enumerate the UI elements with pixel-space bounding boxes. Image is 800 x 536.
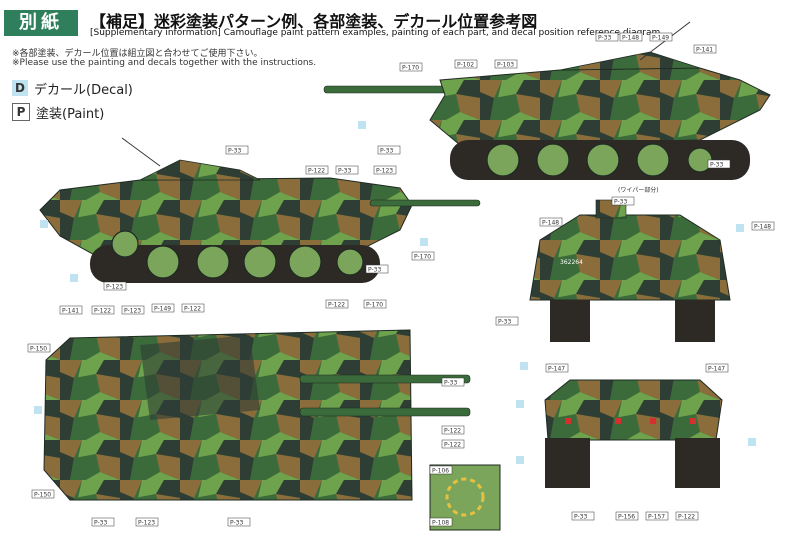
svg-text:P-33: P-33 xyxy=(598,35,611,42)
legend: D デカール(Decal) P 塗装(Paint) xyxy=(12,78,133,126)
legend-decal: D デカール(Decal) xyxy=(12,78,133,98)
svg-text:P-33: P-33 xyxy=(338,168,351,175)
svg-text:P-122: P-122 xyxy=(444,442,461,449)
svg-text:P-156: P-156 xyxy=(618,514,635,521)
svg-text:P-122: P-122 xyxy=(184,306,201,313)
svg-text:P-123: P-123 xyxy=(124,308,141,315)
legend-paint-label: 塗装(Paint) xyxy=(36,106,105,122)
svg-text:P-33: P-33 xyxy=(574,514,587,521)
svg-text:P-33: P-33 xyxy=(368,267,381,274)
svg-text:P-33: P-33 xyxy=(498,319,511,326)
side-view-right xyxy=(323,21,771,180)
decal-markers xyxy=(34,121,756,464)
header: 別紙 【補足】迷彩塗装パターン例、各部塗装、デカール位置参考図 [Supplem… xyxy=(0,0,800,70)
side-view-left xyxy=(39,137,481,283)
appendix-tag: 別紙 xyxy=(4,10,78,36)
legend-paint: P 塗装(Paint) xyxy=(12,102,133,122)
svg-text:P-150: P-150 xyxy=(30,346,47,353)
svg-text:P-122: P-122 xyxy=(678,514,695,521)
road-wheels-left xyxy=(111,230,364,279)
svg-text:P-150: P-150 xyxy=(34,492,51,499)
usage-note-jp: ※各部塗装、デカール位置は組立図と合わせてご使用下さい。 xyxy=(12,49,263,59)
paint-icon: P xyxy=(12,103,30,121)
svg-text:P-147: P-147 xyxy=(708,366,725,373)
svg-text:P-170: P-170 xyxy=(402,65,419,72)
svg-text:P-122: P-122 xyxy=(328,302,345,309)
svg-text:P-102: P-102 xyxy=(457,62,474,69)
svg-text:P-33: P-33 xyxy=(380,148,393,155)
svg-text:P-141: P-141 xyxy=(696,47,713,54)
svg-text:P-148: P-148 xyxy=(754,224,771,231)
svg-text:P-147: P-147 xyxy=(548,366,565,373)
svg-text:P-33: P-33 xyxy=(228,148,241,155)
decal-icon: D xyxy=(12,80,28,96)
page-title-en: [Supplementary information] Camouflage p… xyxy=(90,28,661,38)
top-view xyxy=(43,329,471,501)
svg-text:P-122: P-122 xyxy=(444,428,461,435)
svg-text:P-122: P-122 xyxy=(308,168,325,175)
legend-decal-label: デカール(Decal) xyxy=(34,82,133,98)
svg-text:P-33: P-33 xyxy=(94,520,107,527)
svg-text:P-123: P-123 xyxy=(138,520,155,527)
svg-text:P-33: P-33 xyxy=(614,199,627,206)
svg-text:P-108: P-108 xyxy=(432,520,449,527)
page-title-jp: 【補足】迷彩塗装パターン例、各部塗装、デカール位置参考図 xyxy=(90,12,538,31)
rear-view xyxy=(544,379,723,488)
svg-text:P-170: P-170 xyxy=(414,254,431,261)
vehicle-number: 362264 xyxy=(560,259,583,266)
svg-text:P-149: P-149 xyxy=(652,35,669,42)
svg-text:P-148: P-148 xyxy=(542,220,559,227)
svg-text:P-33: P-33 xyxy=(444,380,457,387)
svg-text:P-106: P-106 xyxy=(432,468,449,475)
svg-text:P-122: P-122 xyxy=(94,308,111,315)
svg-text:P-33: P-33 xyxy=(710,162,723,169)
svg-text:P-148: P-148 xyxy=(622,35,639,42)
svg-text:P-157: P-157 xyxy=(648,514,665,521)
svg-text:P-149: P-149 xyxy=(154,306,171,313)
wiper-note: (ワイパー部分) xyxy=(618,186,659,194)
svg-text:P-123: P-123 xyxy=(106,284,123,291)
svg-text:P-123: P-123 xyxy=(376,168,393,175)
svg-text:P-33: P-33 xyxy=(230,520,243,527)
paint-callouts: P-33 P-148 P-149 P-141 P-170 P-102 P-103… xyxy=(27,32,775,527)
usage-note-en: ※Please use the painting and decals toge… xyxy=(12,58,317,68)
svg-text:P-103: P-103 xyxy=(497,62,514,69)
road-wheels-top xyxy=(486,143,713,177)
svg-text:P-141: P-141 xyxy=(62,308,79,315)
svg-text:P-170: P-170 xyxy=(366,302,383,309)
front-view: 362264 xyxy=(529,199,731,342)
